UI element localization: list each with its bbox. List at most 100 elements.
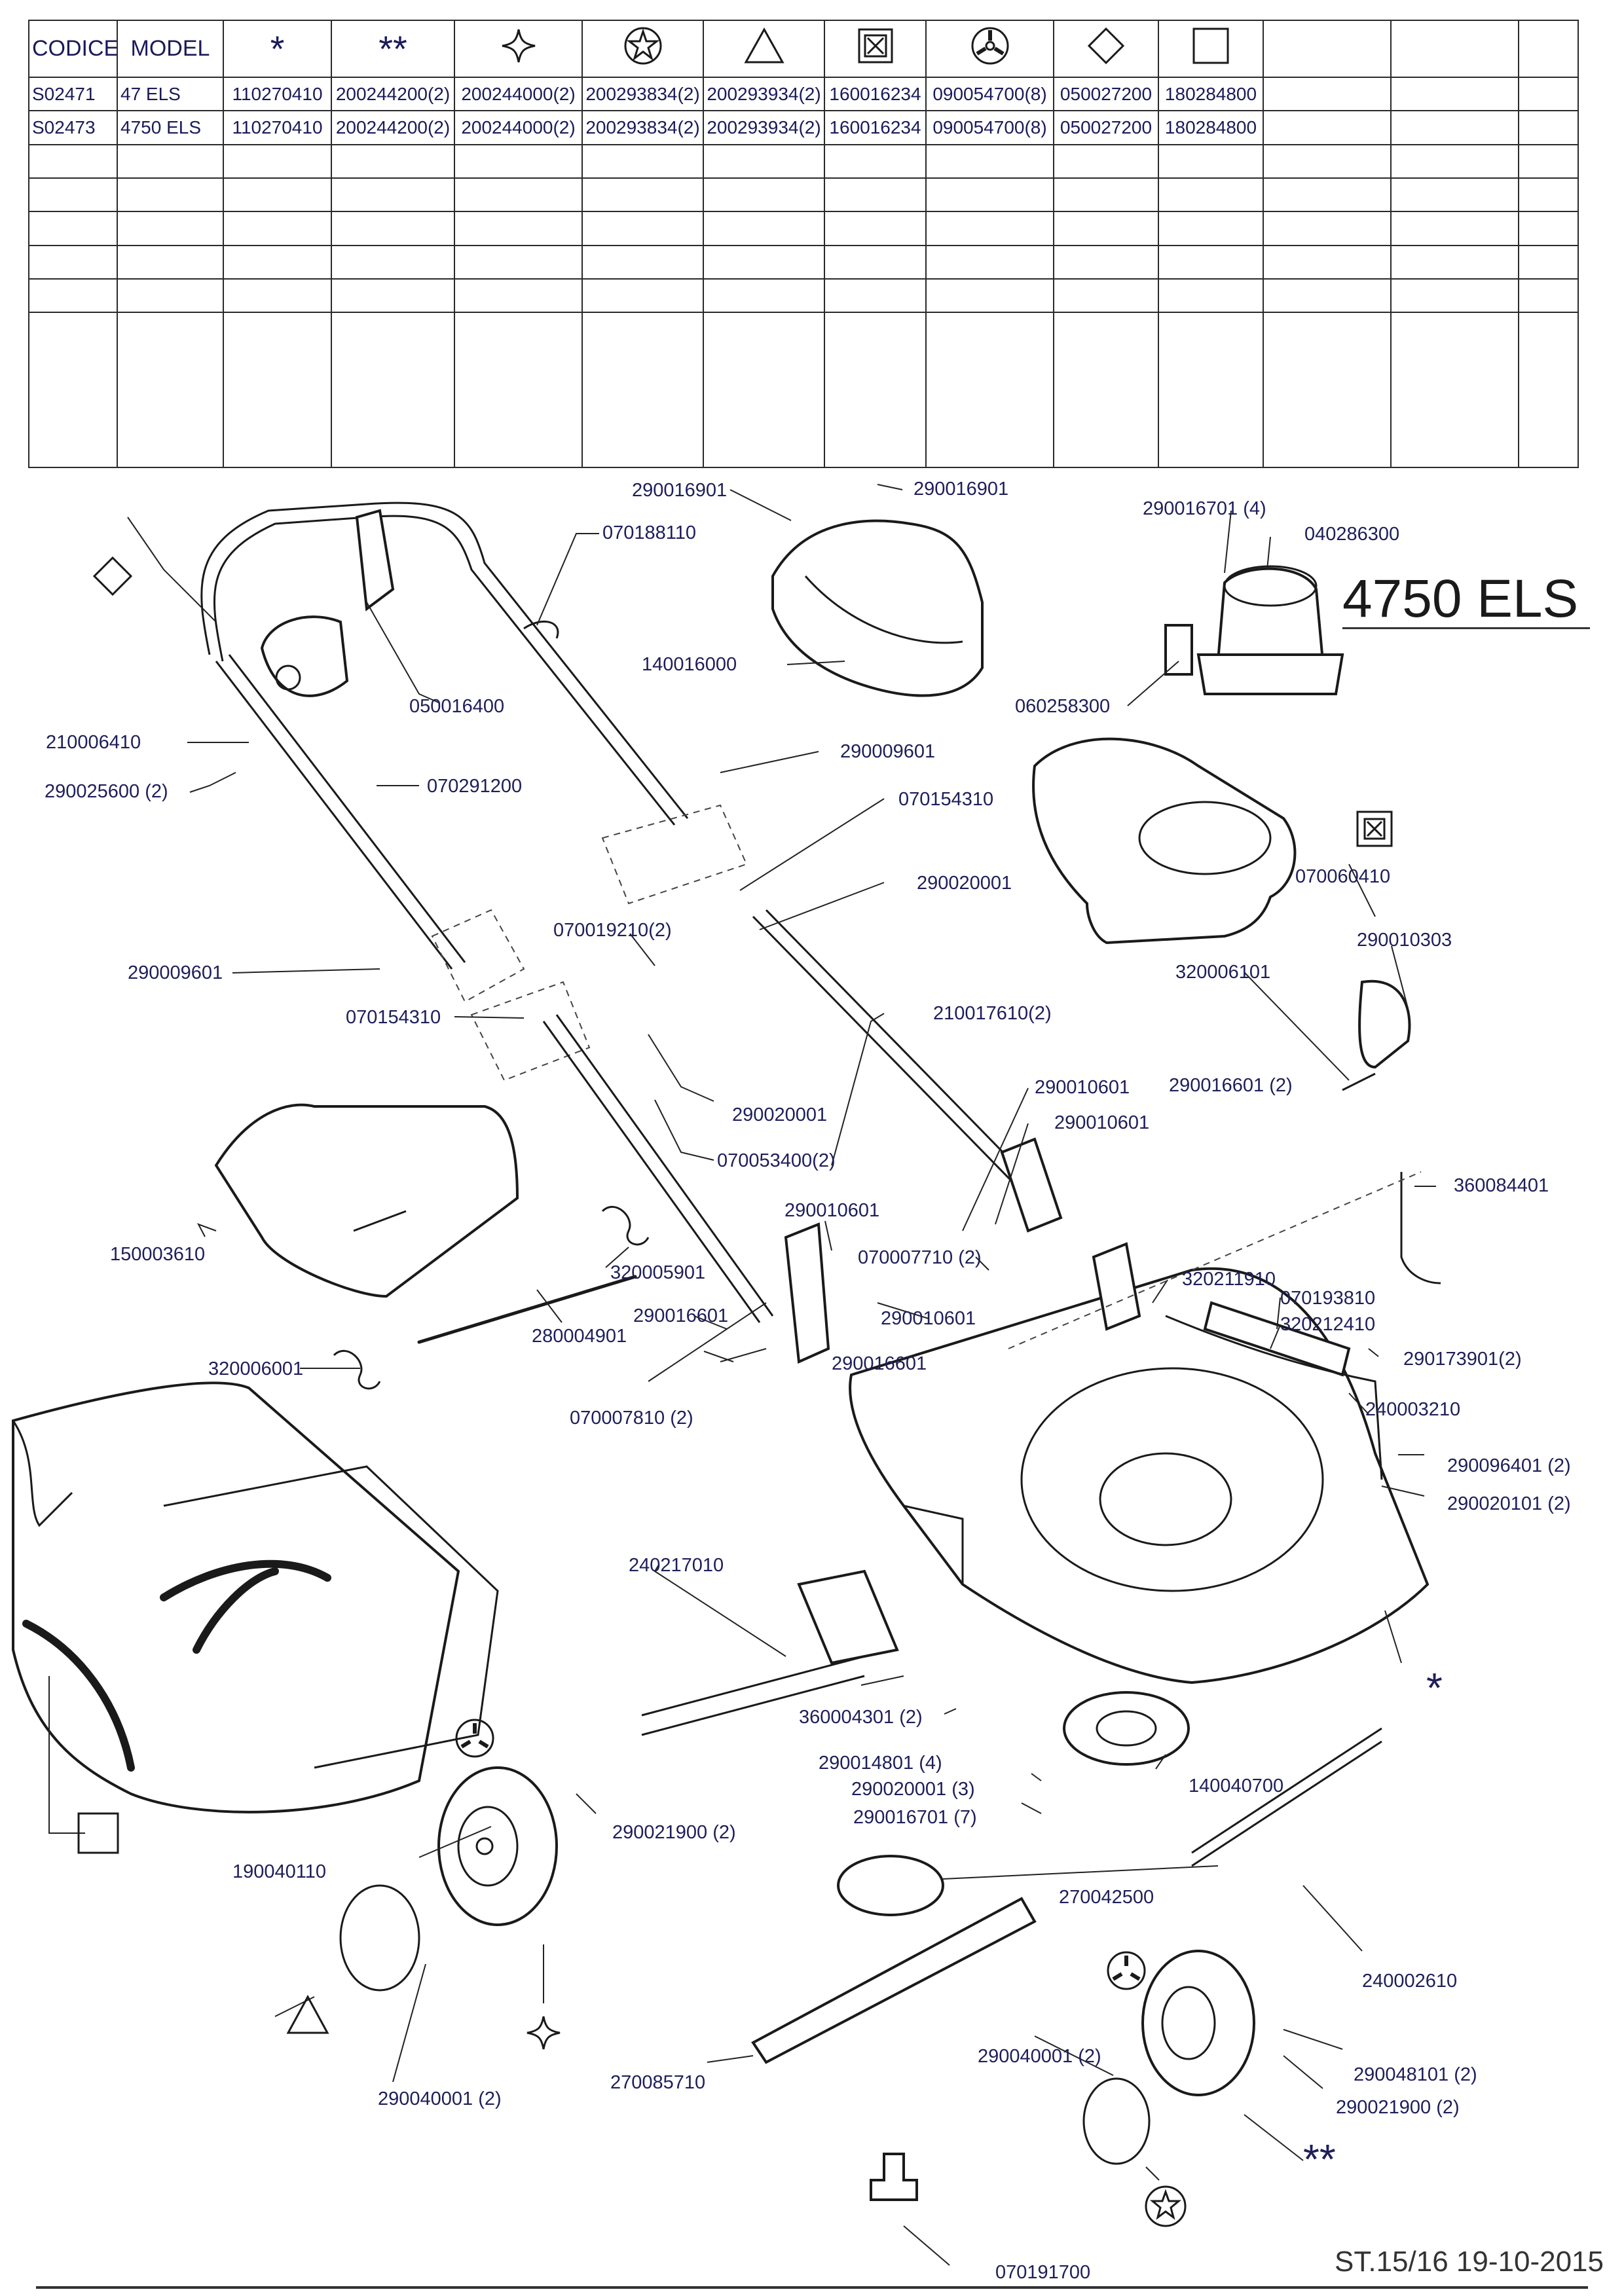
cell: 090054700(8) bbox=[925, 110, 1054, 145]
part-label: 290025600 (2) bbox=[45, 781, 168, 802]
cell: 180284800 bbox=[1158, 77, 1264, 112]
grass-deflector bbox=[214, 1103, 519, 1298]
part-label: 270085710 bbox=[610, 2072, 705, 2093]
part-label: 070188110 bbox=[602, 522, 696, 543]
part-label: 320212410 bbox=[1280, 1314, 1375, 1335]
cell: 050027200 bbox=[1053, 110, 1159, 145]
part-label: 290016901 bbox=[913, 479, 1008, 500]
fan-impeller bbox=[837, 1855, 944, 1916]
part-label: 290016701 (7) bbox=[853, 1807, 977, 1828]
part-label: 290010601 bbox=[1035, 1077, 1130, 1098]
header-empty bbox=[1263, 19, 1392, 79]
star-icon: * bbox=[1426, 1664, 1443, 1711]
cell: 200244200(2) bbox=[331, 77, 455, 112]
cell: 160016234 bbox=[824, 77, 927, 112]
front-axle bbox=[1191, 1727, 1382, 1854]
boxed-x-icon bbox=[858, 28, 893, 64]
triangle-icon bbox=[286, 1994, 329, 2034]
table-row: S02471 47 ELS 110270410 200244200(2) 200… bbox=[28, 77, 1579, 112]
header-circle-star bbox=[581, 19, 704, 79]
triangle-icon bbox=[743, 27, 784, 64]
part-label: 290021900 (2) bbox=[612, 1822, 736, 1843]
cell: 180284800 bbox=[1158, 110, 1264, 145]
header-boxed-x bbox=[824, 19, 927, 79]
part-label: 290016601 bbox=[633, 1305, 728, 1326]
cell: 200293934(2) bbox=[703, 77, 825, 112]
model-title: 4750 ELS bbox=[1342, 569, 1579, 629]
four-point-star-icon bbox=[502, 29, 535, 63]
cell bbox=[1390, 77, 1519, 112]
part-label: 320005901 bbox=[610, 1262, 705, 1283]
lower-handle-bars bbox=[542, 909, 1063, 1364]
cell bbox=[1263, 77, 1392, 112]
upper-handle bbox=[200, 501, 689, 970]
table-row-empty bbox=[28, 278, 1579, 314]
cell bbox=[1263, 110, 1392, 145]
table-header-row: CODICE MODEL * ** bbox=[28, 19, 1579, 79]
part-label: 290020001 (3) bbox=[851, 1779, 975, 1800]
table-row-empty bbox=[28, 244, 1579, 280]
part-label: 290014801 (4) bbox=[819, 1753, 942, 1774]
part-label: 290173901(2) bbox=[1403, 1349, 1522, 1370]
circle-spokes-icon bbox=[971, 27, 1008, 65]
header-empty bbox=[1390, 19, 1519, 79]
cell-codice: S02473 bbox=[28, 110, 118, 145]
header-star4 bbox=[454, 19, 583, 79]
part-label: 290009601 bbox=[840, 741, 935, 762]
part-labels: 290016901 290016901 290016701 (4) 040286… bbox=[45, 479, 1571, 2283]
circle-star-icon bbox=[624, 27, 661, 65]
part-label: 240002610 bbox=[1362, 1971, 1457, 1992]
part-label: 240003210 bbox=[1365, 1399, 1460, 1420]
cell: 200244000(2) bbox=[454, 77, 583, 112]
table-row-empty bbox=[28, 312, 1579, 468]
cell: 050027200 bbox=[1053, 77, 1159, 112]
cell-model: 47 ELS bbox=[117, 77, 224, 112]
part-label: 290010601 bbox=[1054, 1112, 1149, 1133]
cell: 090054700(8) bbox=[925, 77, 1054, 112]
double-star-icon: ** bbox=[378, 27, 407, 69]
part-label: 140040700 bbox=[1189, 1776, 1283, 1796]
part-label: 050016400 bbox=[409, 696, 504, 717]
header-star: * bbox=[223, 19, 332, 79]
table-row-empty bbox=[28, 211, 1579, 246]
mower-deck bbox=[849, 1267, 1430, 1685]
part-label: 140016000 bbox=[642, 654, 737, 675]
part-label: 040286300 bbox=[1304, 524, 1399, 545]
header-double-star: ** bbox=[331, 19, 455, 79]
part-label: 320006001 bbox=[208, 1358, 303, 1379]
part-label: 360084401 bbox=[1454, 1175, 1549, 1196]
circle-spokes-icon bbox=[1107, 1951, 1146, 1990]
header-diamond bbox=[1053, 19, 1159, 79]
cell bbox=[1518, 77, 1579, 112]
table-row: S02473 4750 ELS 110270410 200244200(2) 2… bbox=[28, 110, 1579, 145]
boxed-x-icon bbox=[1356, 811, 1393, 847]
cell: 200293834(2) bbox=[581, 110, 704, 145]
part-label: 290040001 (2) bbox=[978, 2046, 1101, 2067]
part-label: 290016601 (2) bbox=[1169, 1075, 1293, 1096]
part-label: 320211910 bbox=[1182, 1269, 1276, 1290]
part-label: 070191700 bbox=[995, 2262, 1090, 2283]
part-label: 070007810 (2) bbox=[570, 1408, 693, 1429]
cell-model: 4750 ELS bbox=[117, 110, 224, 145]
circle-star-icon bbox=[1145, 2185, 1187, 2227]
part-label: 070007710 (2) bbox=[858, 1247, 982, 1268]
part-label: 190040110 bbox=[232, 1861, 326, 1882]
part-label: 320006101 bbox=[1175, 962, 1270, 983]
star-icon: * bbox=[270, 27, 285, 69]
cell: 160016234 bbox=[824, 110, 927, 145]
part-label: 290048101 (2) bbox=[1354, 2064, 1477, 2085]
carrier-bracket bbox=[1358, 979, 1411, 1069]
front-wheel-right bbox=[1082, 1950, 1255, 2165]
header-codice: CODICE bbox=[28, 19, 118, 79]
square-icon bbox=[1192, 27, 1229, 64]
part-label: 070291200 bbox=[427, 776, 522, 797]
cell: 200244200(2) bbox=[331, 110, 455, 145]
cell: 110270410 bbox=[223, 77, 332, 112]
table-row-empty bbox=[28, 177, 1579, 213]
part-label: 290010601 bbox=[881, 1308, 976, 1329]
blade-bolt bbox=[870, 2153, 918, 2201]
motor bbox=[1164, 565, 1344, 695]
parts-table: CODICE MODEL * ** bbox=[28, 19, 1579, 468]
header-circle-spokes bbox=[925, 19, 1054, 79]
